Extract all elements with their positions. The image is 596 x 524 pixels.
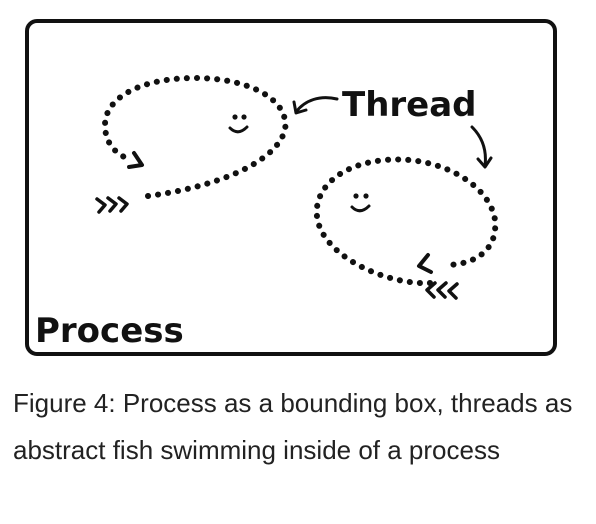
thread-fish-2 [313, 156, 499, 300]
process-label: Process [35, 311, 184, 351]
fish-2-tail-icon [417, 253, 433, 274]
thread-arrow-left-icon [292, 96, 339, 115]
fish-1-body [101, 74, 289, 199]
process-box [25, 19, 557, 356]
process-thread-diagram: Process Thread [25, 19, 557, 356]
thread-label: Thread [342, 85, 477, 125]
thread-fish-1 [95, 74, 289, 214]
fish-2-body [313, 156, 499, 287]
fish-1-face-icon [228, 114, 249, 134]
figure-caption: Figure 4: Process as a bounding box, thr… [13, 388, 573, 465]
fish-2-face-icon [350, 193, 371, 213]
fish-2-chevrons-icon [425, 281, 459, 300]
fish-1-chevrons-icon [95, 196, 129, 214]
thread-arrow-down-icon [470, 125, 493, 169]
fish-1-tail-icon [127, 151, 144, 169]
